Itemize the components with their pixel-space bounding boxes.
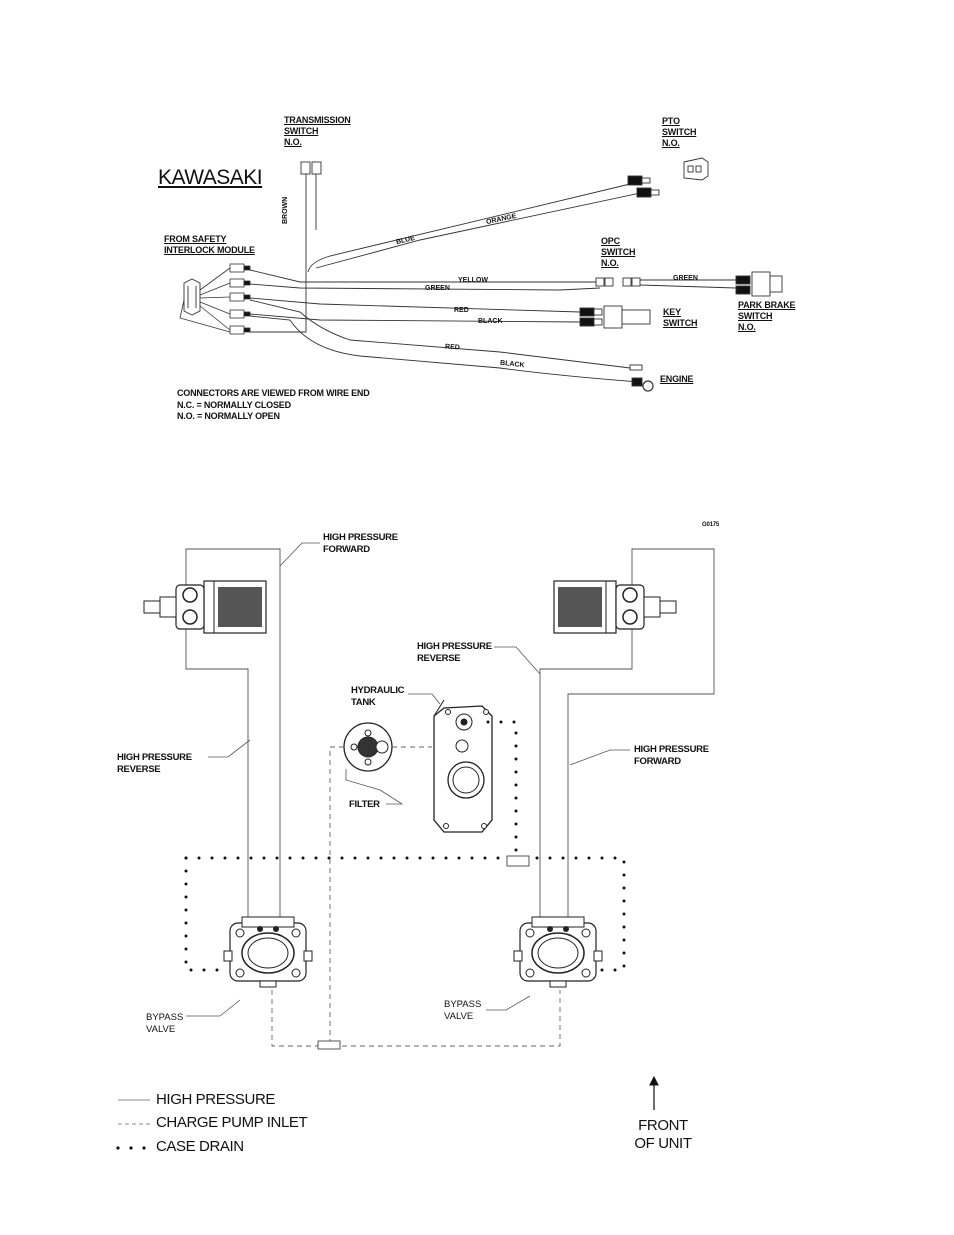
bypass-valve-left-label: BYPASS VALVE xyxy=(146,1012,184,1035)
blue-wire xyxy=(307,183,631,273)
hp-forward-right-label: HIGH PRESSURE FORWARD xyxy=(634,744,709,767)
right-pump xyxy=(513,916,603,988)
filter-label: FILTER xyxy=(349,799,380,810)
legend-charge-pump-inlet: CHARGE PUMP INLET xyxy=(156,1114,308,1131)
orange-wire xyxy=(315,191,646,269)
hydraulic-tank xyxy=(433,699,493,833)
green-wire-left xyxy=(249,283,601,291)
interlock-terminals xyxy=(179,263,251,335)
interlock-connector xyxy=(183,278,201,316)
park-brake-switch-label: PARK BRAKE SWITCH N.O. xyxy=(738,300,796,332)
yellow-wire-label: YELLOW xyxy=(458,277,488,284)
red-wire-engine-label: RED xyxy=(444,343,461,352)
green-wire-right-label: GREEN xyxy=(673,275,698,282)
red-wire-key-label: RED xyxy=(454,307,469,314)
green-wire-left-label: GREEN xyxy=(425,285,450,292)
hp-reverse-center-label: HIGH PRESSURE REVERSE xyxy=(417,641,492,664)
key-switch-label: KEY SWITCH xyxy=(663,307,698,328)
hydraulic-system xyxy=(116,542,715,1150)
front-arrow xyxy=(649,1075,659,1110)
hp-reverse-left-label: HIGH PRESSURE REVERSE xyxy=(117,752,192,775)
brown-wire-label: BROWN xyxy=(282,196,289,224)
black-wire-engine xyxy=(249,315,641,383)
note-normally-open: N.O. = NORMALLY OPEN xyxy=(177,411,280,421)
engine-label: ENGINE xyxy=(660,374,694,384)
black-wire-key xyxy=(249,313,581,323)
wiring-harness xyxy=(179,157,783,392)
pto-switch-label: PTO SWITCH N.O. xyxy=(662,116,697,148)
green-wire-right xyxy=(639,279,737,289)
charge-pump-inlet-lines xyxy=(271,746,561,1047)
leader-lines xyxy=(186,542,630,1017)
drawing-code: G0175 xyxy=(702,522,720,528)
hydraulic-tank-label: HYDRAULIC TANK xyxy=(351,685,405,708)
legend-case-drain-swatch xyxy=(116,1146,146,1150)
left-wheel-motor xyxy=(143,580,267,634)
safety-module-label: FROM SAFETY INTERLOCK MODULE xyxy=(164,234,255,255)
page-title: KAWASAKI xyxy=(158,166,263,189)
bypass-valve-right-label: BYPASS VALVE xyxy=(444,999,482,1022)
brown-wire xyxy=(250,172,307,333)
legend-case-drain: CASE DRAIN xyxy=(156,1138,244,1155)
hp-forward-left-label: HIGH PRESSURE FORWARD xyxy=(323,532,398,555)
front-of-unit-label: FRONT OF UNIT xyxy=(634,1117,692,1152)
filter xyxy=(343,722,393,772)
case-drain-lines xyxy=(184,720,626,972)
red-wire-key xyxy=(249,297,581,313)
yellow-wire xyxy=(249,269,596,283)
transmission-switch-label: TRANSMISSION SWITCH N.O. xyxy=(284,115,351,147)
high-pressure-lines-right xyxy=(539,548,715,924)
right-wheel-motor xyxy=(553,580,677,634)
note-normally-closed: N.C. = NORMALLY CLOSED xyxy=(177,400,291,410)
legend-high-pressure: HIGH PRESSURE xyxy=(156,1091,275,1108)
red-wire-engine xyxy=(249,299,631,369)
black-wire-key-label: BLACK xyxy=(478,318,503,325)
note-connectors: CONNECTORS ARE VIEWED FROM WIRE END xyxy=(177,388,370,398)
left-pump xyxy=(223,916,313,988)
opc-switch-label: OPC SWITCH N.O. xyxy=(601,236,636,268)
